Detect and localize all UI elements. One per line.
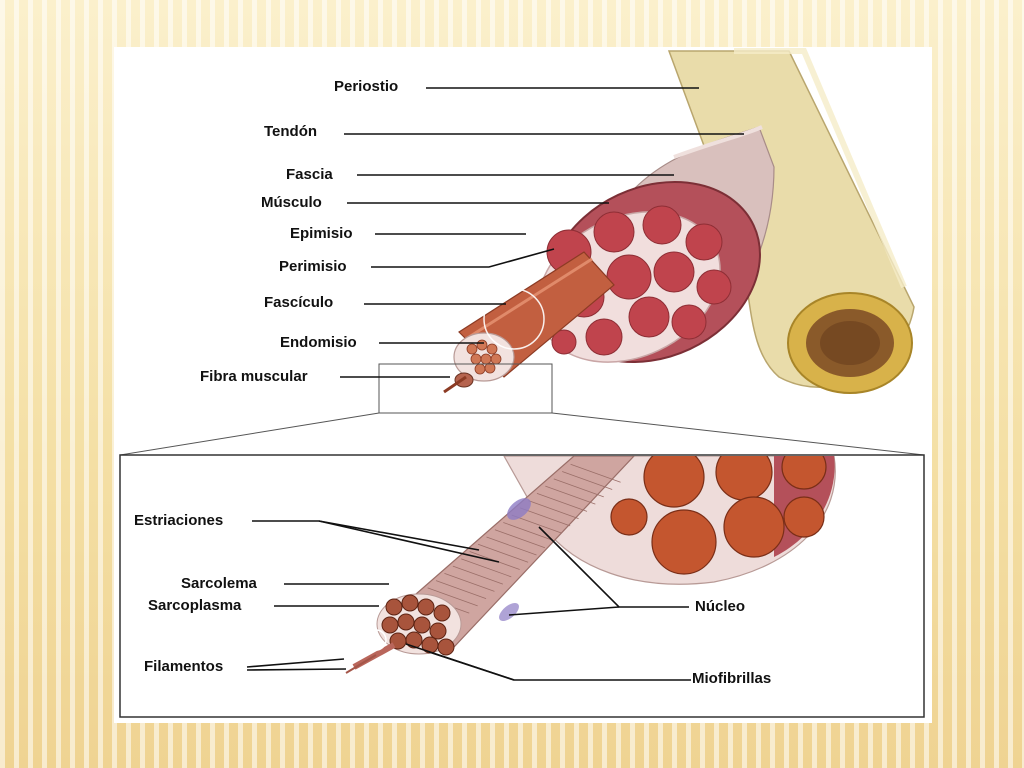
striation-line xyxy=(435,580,487,600)
fascicle-bundle xyxy=(781,456,827,490)
fiber xyxy=(484,362,496,374)
striation-line xyxy=(461,558,512,578)
striation-line xyxy=(570,463,621,483)
striation-line xyxy=(528,500,579,520)
label-epimisio: Epimisio xyxy=(290,225,353,242)
leader-lines-top xyxy=(340,87,744,378)
label-perimisio: Perimisio xyxy=(279,258,347,275)
fascicle-bundle xyxy=(606,254,652,300)
striation-line xyxy=(536,492,588,512)
fascicle-bundle xyxy=(696,269,732,305)
myofibril xyxy=(417,598,435,616)
fascicle-bundle xyxy=(723,496,785,558)
fiber xyxy=(490,353,502,365)
label-sarcolema: Sarcolema xyxy=(181,575,257,592)
label-nucleo: Núcleo xyxy=(695,598,746,615)
striation-line xyxy=(562,471,613,490)
striation-line xyxy=(503,522,554,541)
myofibril xyxy=(401,594,419,612)
fiber xyxy=(486,343,498,355)
fascicle-bundle xyxy=(671,304,707,340)
striation-line xyxy=(452,565,503,585)
zoomed-detail-box xyxy=(119,454,925,718)
fiber xyxy=(480,353,492,365)
fiber xyxy=(476,339,488,351)
myofibril xyxy=(381,616,399,634)
zoom-indicator xyxy=(119,363,925,456)
fascicle-bundle xyxy=(643,456,705,508)
label-tendon: Tendón xyxy=(264,123,318,140)
fascicle-bundle xyxy=(715,456,773,501)
label-filamentos: Filamentos xyxy=(144,658,224,675)
myofibril xyxy=(413,616,431,634)
myofibril xyxy=(385,598,403,616)
striation-line xyxy=(486,536,537,556)
myofibril xyxy=(405,631,423,649)
fascicle-bundle xyxy=(642,205,682,245)
muscle-cross-section xyxy=(537,181,761,363)
fascicle-bundle xyxy=(593,211,635,253)
myofibril xyxy=(437,638,455,656)
striation-line xyxy=(545,485,596,505)
label-sarcoplasma: Sarcoplasma xyxy=(148,597,242,614)
fascicle-bundle xyxy=(551,329,577,355)
fascicle-bundle xyxy=(653,251,695,293)
fascicle-tube xyxy=(443,251,615,394)
striation-line xyxy=(511,514,562,534)
label-fibra-muscular: Fibra muscular xyxy=(200,368,308,385)
myofibril xyxy=(433,604,451,622)
label-periostio: Periostio xyxy=(334,78,399,95)
fiber xyxy=(470,353,482,365)
striation-line xyxy=(444,572,495,592)
label-fascia: Fascia xyxy=(286,166,333,183)
label-miofibrillas: Miofibrillas xyxy=(692,670,772,687)
fascicle-bundle xyxy=(585,318,623,356)
fascicle-bundle xyxy=(610,498,648,536)
fascicle-bundle xyxy=(783,496,825,538)
fascicle-bundle xyxy=(685,223,723,261)
bone-illustration xyxy=(667,48,915,394)
fiber xyxy=(474,363,486,375)
label-estriaciones: Estriaciones xyxy=(134,512,224,529)
myofibril xyxy=(429,622,447,640)
striation-line xyxy=(427,587,478,607)
fascicle-bundle xyxy=(628,296,670,338)
fiber xyxy=(466,343,478,355)
slide-panel: Periostio Tendón Fascia Músculo Epimisio… xyxy=(114,47,932,723)
label-musculo: Músculo xyxy=(261,194,322,211)
striation-line xyxy=(520,507,571,527)
muscle-anatomy-illustration xyxy=(119,48,925,718)
myofibril xyxy=(397,613,415,631)
striation-line xyxy=(477,543,529,563)
striation-line xyxy=(553,478,604,498)
label-fasciculo: Fascículo xyxy=(264,294,334,311)
striation-line xyxy=(494,529,546,549)
label-endomisio: Endomisio xyxy=(280,334,357,351)
leader-lines-zoom xyxy=(246,520,691,681)
fascicle-bundle xyxy=(651,509,717,575)
